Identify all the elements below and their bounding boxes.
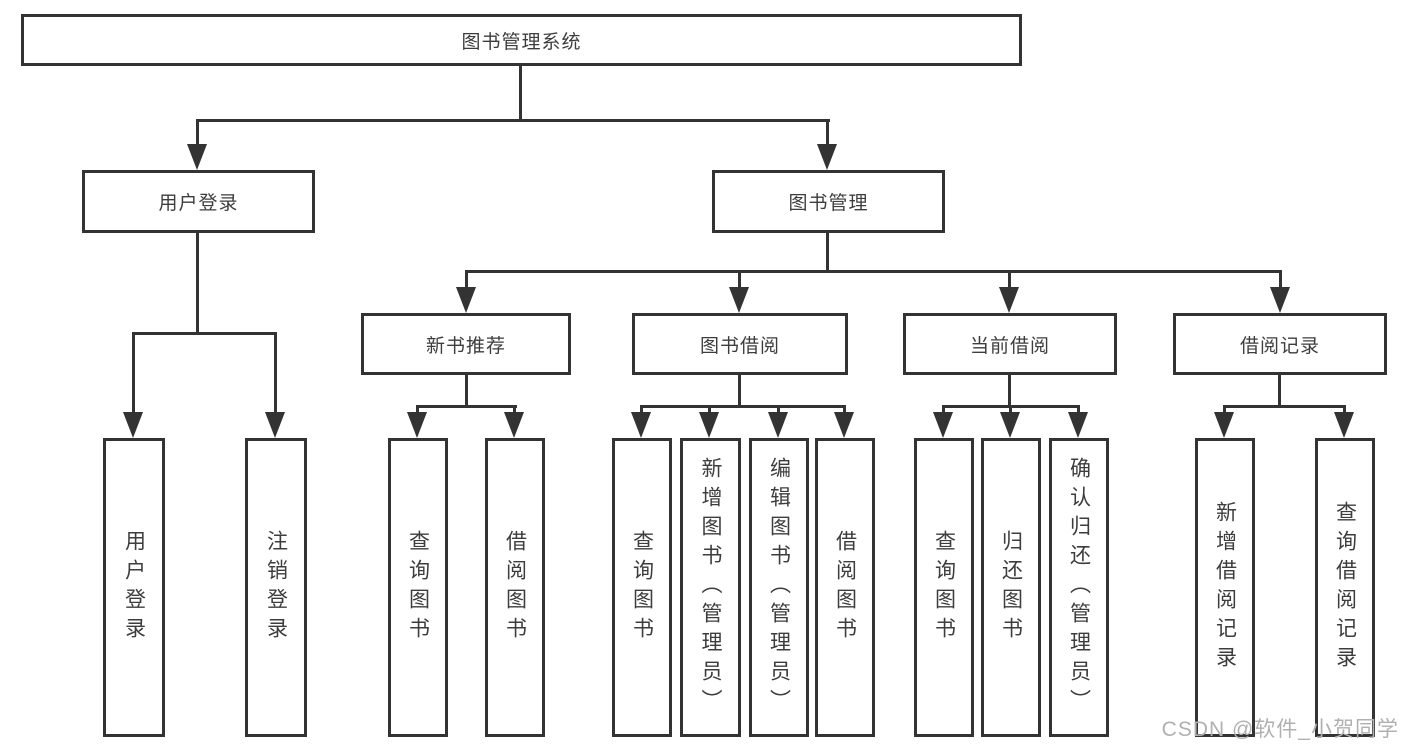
node-book-borrow: 图书借阅 bbox=[632, 313, 848, 375]
node-borrow-records-label: 借阅记录 bbox=[1239, 335, 1320, 357]
connector-drop bbox=[843, 405, 846, 417]
node-new-book-recommend-label: 新书推荐 bbox=[425, 335, 506, 357]
arrowhead-icon bbox=[933, 412, 953, 438]
leaf-edit-books-admin-label: 编辑图书（管理员） bbox=[767, 457, 791, 718]
leaf-query-borrow-record: 查询借阅记录 bbox=[1315, 438, 1375, 737]
connector-drop bbox=[826, 119, 829, 149]
leaf-borrow-books-label: 借阅图书 bbox=[833, 529, 857, 646]
connector-branch bbox=[640, 405, 845, 408]
node-book-management: 图书管理 bbox=[712, 170, 945, 233]
connector-drop bbox=[513, 405, 516, 417]
arrowhead-icon bbox=[1334, 412, 1354, 438]
arrowhead-icon bbox=[699, 412, 719, 438]
connector-drop bbox=[777, 405, 780, 417]
leaf-add-borrow-record-label: 新增借阅记录 bbox=[1213, 500, 1237, 675]
connector-drop bbox=[1279, 270, 1282, 290]
arrowhead-icon bbox=[1270, 287, 1290, 313]
leaf-current-query-books-label: 查询图书 bbox=[932, 529, 956, 646]
leaf-edit-books-admin: 编辑图书（管理员） bbox=[749, 438, 809, 737]
arrowhead-icon bbox=[834, 412, 854, 438]
leaf-return-books-label: 归还图书 bbox=[999, 529, 1023, 646]
leaf-borrow-query-books-label: 查询图书 bbox=[630, 529, 654, 646]
node-borrow-records: 借阅记录 bbox=[1173, 313, 1387, 375]
arrowhead-icon bbox=[631, 412, 651, 438]
connector-drop bbox=[1008, 270, 1011, 290]
connector-drop bbox=[132, 332, 135, 414]
arrowhead-icon bbox=[456, 287, 476, 313]
node-book-management-label: 图书管理 bbox=[788, 193, 869, 214]
arrowhead-icon bbox=[1000, 412, 1020, 438]
node-user-login-label: 用户登录 bbox=[158, 193, 239, 214]
leaf-add-borrow-record: 新增借阅记录 bbox=[1195, 438, 1255, 737]
arrowhead-icon bbox=[999, 287, 1019, 313]
arrowhead-icon bbox=[504, 412, 524, 438]
leaf-return-books: 归还图书 bbox=[981, 438, 1041, 737]
connector-branch bbox=[416, 405, 517, 408]
connector-drop bbox=[1343, 405, 1346, 417]
leaf-recommend-query-books: 查询图书 bbox=[388, 438, 448, 737]
leaf-add-books-admin-label: 新增图书（管理员） bbox=[699, 457, 723, 718]
connector-drop bbox=[640, 405, 643, 417]
connector-drop bbox=[196, 119, 199, 149]
connector-stem bbox=[196, 231, 199, 335]
connector-drop bbox=[942, 405, 945, 417]
leaf-borrow-books: 借阅图书 bbox=[815, 438, 875, 737]
connector-stem bbox=[1008, 373, 1011, 408]
leaf-current-query-books: 查询图书 bbox=[914, 438, 974, 737]
leaf-user-login-label: 用户登录 bbox=[122, 529, 146, 646]
arrowhead-icon bbox=[729, 287, 749, 313]
node-new-book-recommend: 新书推荐 bbox=[361, 313, 571, 375]
leaf-confirm-return-admin-label: 确认归还（管理员） bbox=[1067, 457, 1091, 718]
arrowhead-icon bbox=[123, 412, 143, 438]
node-root: 图书管理系统 bbox=[21, 14, 1022, 66]
node-book-borrow-label: 图书借阅 bbox=[699, 335, 780, 357]
leaf-logout-label: 注销登录 bbox=[264, 529, 288, 646]
connector-drop bbox=[708, 405, 711, 417]
node-current-borrow: 当前借阅 bbox=[903, 313, 1117, 375]
connector-stem bbox=[826, 231, 829, 273]
leaf-logout: 注销登录 bbox=[245, 438, 307, 737]
node-root-label: 图书管理系统 bbox=[461, 31, 582, 53]
connector-branch bbox=[1223, 405, 1346, 408]
leaf-query-borrow-record-label: 查询借阅记录 bbox=[1333, 500, 1357, 675]
leaf-borrow-query-books: 查询图书 bbox=[612, 438, 672, 737]
arrowhead-icon bbox=[1068, 412, 1088, 438]
connector-drop bbox=[465, 270, 468, 290]
connector-drop bbox=[416, 405, 419, 417]
arrowhead-icon bbox=[407, 412, 427, 438]
leaf-user-login: 用户登录 bbox=[103, 438, 165, 737]
connector-branch bbox=[196, 119, 830, 122]
node-current-borrow-label: 当前借阅 bbox=[969, 335, 1050, 357]
connector-stem bbox=[738, 373, 741, 408]
leaf-recommend-borrow-books-label: 借阅图书 bbox=[503, 529, 527, 646]
connector-branch bbox=[132, 332, 277, 335]
arrowhead-icon bbox=[817, 144, 837, 170]
csdn-watermark: CSDN @软件_小贺同学 bbox=[1161, 718, 1399, 741]
connector-drop bbox=[738, 270, 741, 290]
leaf-recommend-borrow-books: 借阅图书 bbox=[485, 438, 545, 737]
connector-drop bbox=[1077, 405, 1080, 417]
leaf-confirm-return-admin: 确认归还（管理员） bbox=[1049, 438, 1109, 737]
node-user-login: 用户登录 bbox=[82, 170, 315, 233]
leaf-recommend-query-books-label: 查询图书 bbox=[406, 529, 430, 646]
connector-drop bbox=[1009, 405, 1012, 417]
connector-stem bbox=[519, 64, 522, 122]
connector-drop bbox=[274, 332, 277, 414]
arrowhead-icon bbox=[265, 412, 285, 438]
arrowhead-icon bbox=[187, 144, 207, 170]
connector-branch bbox=[465, 270, 1282, 273]
leaf-add-books-admin: 新增图书（管理员） bbox=[680, 438, 741, 737]
arrowhead-icon bbox=[768, 412, 788, 438]
arrowhead-icon bbox=[1214, 412, 1234, 438]
connector-stem bbox=[1278, 373, 1281, 408]
connector-stem bbox=[465, 373, 468, 408]
connector-drop bbox=[1223, 405, 1226, 417]
